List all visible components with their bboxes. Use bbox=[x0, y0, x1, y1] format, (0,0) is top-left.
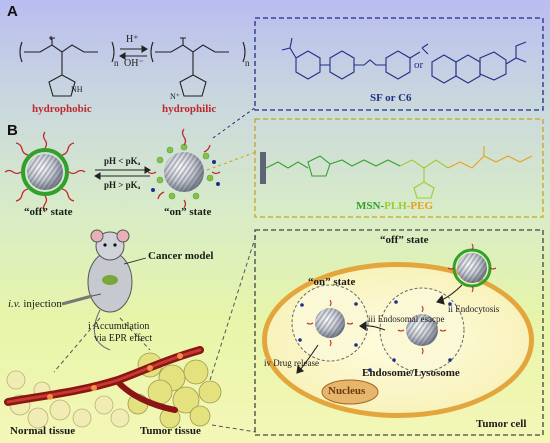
endosomal-escape-label: iii Endosomal esacpe bbox=[368, 314, 445, 324]
mouse-pointer-line bbox=[123, 257, 147, 265]
arrow-equilibrium bbox=[119, 45, 148, 60]
off-state-label: “off” state bbox=[24, 206, 73, 218]
iv-injection-label: i.v. injection bbox=[8, 298, 62, 310]
construct-part-plh: PLH bbox=[384, 200, 407, 212]
panel-b-label: B bbox=[7, 122, 18, 139]
dashed-leader-mid bbox=[206, 151, 257, 171]
accumulation-line2: via EPR effect bbox=[94, 333, 153, 344]
construct-part-msn: MSN- bbox=[356, 200, 385, 212]
dashed-tissue-to-cell-bottom bbox=[211, 424, 257, 433]
cargo-caption: SF or C6 bbox=[370, 92, 412, 104]
nucleus-label: Nucleus bbox=[328, 385, 366, 397]
equilibrium-forward-label: H⁺ bbox=[126, 34, 139, 45]
cell-arrows bbox=[296, 284, 463, 374]
dashed-mouse-to-tissue bbox=[53, 317, 151, 373]
endocytosis-label: ii Endocytosis bbox=[448, 304, 500, 314]
drug-release-label: iv Drug release bbox=[264, 358, 319, 368]
dashed-leader-top bbox=[212, 106, 257, 139]
nanoparticle-off bbox=[4, 131, 86, 213]
nanoparticle-surface bbox=[447, 243, 497, 293]
injection-word: injection bbox=[23, 298, 62, 310]
mouse-illustration bbox=[87, 229, 133, 351]
hydrophobic-label: hydrophobic bbox=[32, 103, 92, 115]
endosome-label: Endosome/Lysosome bbox=[362, 367, 460, 379]
cell-on-state-label: “on” state bbox=[308, 276, 356, 288]
syringe bbox=[61, 293, 102, 306]
construct-part-peg: -PEG bbox=[406, 200, 434, 212]
cargo-or-label: or bbox=[414, 59, 424, 71]
switch-forward-label: pH < pKₐ bbox=[104, 156, 141, 166]
iv-italic: i.v. bbox=[8, 298, 21, 310]
panel-a-label: A bbox=[7, 3, 18, 20]
equilibrium-reverse-label: OH⁻ bbox=[124, 58, 144, 69]
tumor-cell-label: Tumor cell bbox=[476, 418, 527, 430]
cell-box bbox=[254, 229, 544, 436]
hydrophilic-polymer-structure bbox=[150, 37, 246, 97]
hydrophilic-label: hydrophilic bbox=[162, 103, 217, 115]
normal-tissue-label: Normal tissue bbox=[10, 425, 76, 437]
nanoparticle-on bbox=[147, 128, 221, 209]
construct-label: MSN-PLH-PEG bbox=[356, 200, 433, 212]
right-subscript: n bbox=[245, 58, 250, 68]
cancer-model-label: Cancer model bbox=[148, 250, 214, 262]
tumor-cell bbox=[262, 262, 534, 418]
accumulation-line1: i Accumulation bbox=[88, 321, 150, 332]
on-state-label: “on” state bbox=[164, 206, 212, 218]
protonated-n-label: N⁺ bbox=[170, 92, 180, 101]
cargo-box bbox=[254, 17, 544, 111]
cell-off-state-label: “off” state bbox=[380, 234, 429, 246]
arrow-switch bbox=[94, 166, 151, 180]
imidazole-nh-label: NH bbox=[71, 85, 83, 94]
construct-box bbox=[254, 118, 544, 218]
dashed-tissue-to-cell bbox=[209, 234, 257, 381]
tumor-tissue-label: Tumor tissue bbox=[140, 425, 201, 437]
left-subscript: n bbox=[114, 58, 119, 68]
switch-reverse-label: pH > pKₐ bbox=[104, 180, 141, 190]
hydrophobic-polymer-structure bbox=[19, 36, 115, 97]
tissue-illustration bbox=[4, 346, 222, 429]
